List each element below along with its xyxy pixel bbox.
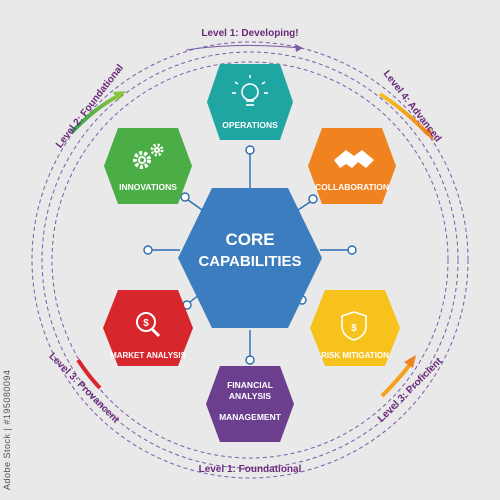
node-financial-analysis: FINANCIAL ANALYSIS MANAGEMENT bbox=[206, 366, 294, 442]
level-arrows bbox=[70, 44, 434, 398]
connector-left-dot bbox=[143, 245, 153, 255]
risk-label: RISK MITIGATION bbox=[321, 351, 389, 360]
arrow-lower-right-head bbox=[404, 355, 416, 368]
connector-top-dot bbox=[245, 145, 255, 155]
gears-icon bbox=[133, 143, 164, 169]
node-innovations: INNOVATIONS bbox=[104, 128, 192, 204]
arrow-upper-right-head bbox=[423, 127, 434, 141]
node-market-analysis: $ MARKET ANALYSIS bbox=[103, 290, 193, 366]
connector-upper-left-dot bbox=[180, 192, 190, 202]
arrow-upper-right bbox=[378, 92, 430, 136]
risk-hexagon bbox=[310, 290, 400, 366]
node-collaboration: COLLABORATION bbox=[308, 128, 396, 204]
center-title-line1: CORE bbox=[225, 230, 274, 249]
stock-watermark: Adobe Stock | #195080094 bbox=[2, 369, 12, 490]
svg-text:$: $ bbox=[351, 323, 357, 334]
magnifier-dollar-icon: $ bbox=[136, 312, 161, 338]
lightbulb-icon bbox=[232, 75, 268, 106]
center-hexagon-shape bbox=[178, 188, 322, 328]
arrow-upper-left-head bbox=[113, 91, 126, 101]
center-title-line2: CAPABILITIES bbox=[198, 253, 301, 270]
connector-upper-right-dot bbox=[308, 194, 318, 204]
arrow-lower-left bbox=[76, 358, 102, 390]
level-label-lower-left: Level 3: Provancent bbox=[46, 351, 121, 426]
operations-label: OPERATIONS bbox=[222, 120, 278, 130]
shield-dollar-icon: $ bbox=[341, 311, 367, 341]
center-hexagon: CORE CAPABILITIES bbox=[178, 188, 322, 328]
arrow-upper-left bbox=[70, 94, 119, 134]
level-label-upper-right: Level 4: Advanced bbox=[381, 69, 444, 145]
level-label-top: Level 1: Developing! bbox=[201, 28, 298, 39]
level-label-bottom: Level 1: Foundational bbox=[199, 464, 302, 475]
ring-inner bbox=[51, 61, 449, 459]
handshake-icon bbox=[334, 150, 374, 168]
market-label: MARKET ANALYSIS bbox=[110, 351, 187, 360]
innovations-label: INNOVATIONS bbox=[119, 182, 177, 192]
financial-label-line1: FINANCIAL bbox=[227, 380, 273, 390]
financial-label-line3: MANAGEMENT bbox=[219, 412, 282, 422]
collaboration-label: COLLABORATION bbox=[315, 182, 389, 192]
ring-outer bbox=[31, 41, 469, 479]
arrow-top-head bbox=[295, 44, 303, 52]
financial-hexagon bbox=[206, 366, 294, 442]
financial-label-line2: ANALYSIS bbox=[229, 391, 272, 401]
node-risk-mitigation: $ RISK MITIGATION bbox=[310, 290, 400, 366]
connector-bottom-dot bbox=[245, 355, 255, 365]
market-hexagon bbox=[103, 290, 193, 366]
arrow-top bbox=[185, 44, 301, 51]
operations-hexagon bbox=[207, 64, 293, 140]
node-operations: OPERATIONS bbox=[207, 64, 293, 140]
svg-text:$: $ bbox=[143, 318, 149, 329]
ring-middle bbox=[41, 51, 459, 469]
level-rings bbox=[31, 41, 469, 479]
connector-right-dot bbox=[347, 245, 357, 255]
